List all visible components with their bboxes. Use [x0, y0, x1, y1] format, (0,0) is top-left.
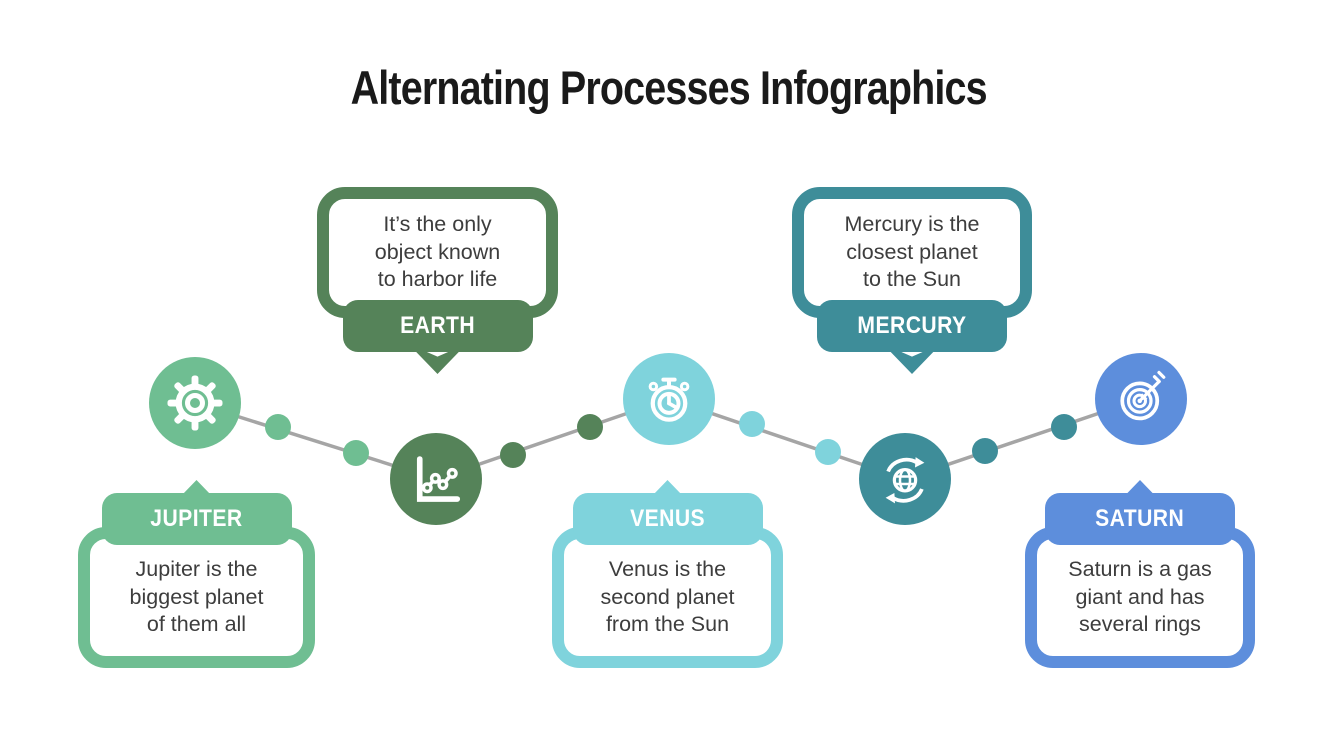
callout-body: Saturn is a gas giant and has several ri…: [1025, 527, 1255, 668]
callout-label-mercury: MERCURY: [817, 300, 1007, 352]
callout-earth: It’s the only object known to harbor lif…: [317, 187, 558, 374]
connector-dot: [972, 438, 998, 464]
callout-venus: VENUS Venus is the second planet from th…: [552, 480, 783, 668]
connector-dot: [577, 414, 603, 440]
node-jupiter: [149, 357, 241, 449]
connector-dot: [739, 411, 765, 437]
line-chart-icon: [416, 456, 461, 502]
node-mercury: [859, 433, 951, 525]
gear-icon: [167, 375, 223, 431]
globe-sync-icon: [885, 457, 925, 504]
connector-dot: [265, 414, 291, 440]
callout-label-venus: VENUS: [572, 493, 763, 545]
connector-dot: [815, 439, 841, 465]
node-venus: [623, 353, 715, 445]
callout-description: Jupiter is the biggest planet of them al…: [129, 556, 264, 637]
stopwatch-icon: [648, 377, 690, 422]
callout-body: Venus is the second planet from the Sun: [552, 527, 783, 668]
connector-dot: [500, 442, 526, 468]
node-saturn: [1095, 353, 1187, 445]
callout-description: It’s the only object known to harbor lif…: [374, 211, 501, 292]
callout-description: Venus is the second planet from the Sun: [600, 556, 735, 637]
callout-label-earth: EARTH: [342, 300, 533, 352]
callout-label-saturn: SATURN: [1045, 493, 1235, 545]
callout-body: It’s the only object known to harbor lif…: [317, 187, 558, 318]
callout-description: Saturn is a gas giant and has several ri…: [1068, 556, 1212, 637]
callout-body: Jupiter is the biggest planet of them al…: [78, 527, 315, 668]
callout-label-jupiter: JUPITER: [101, 493, 292, 545]
callout-saturn: SATURN Saturn is a gas giant and has sev…: [1025, 480, 1255, 668]
callout-jupiter: JUPITER Jupiter is the biggest planet of…: [78, 480, 315, 668]
connector-dot: [343, 440, 369, 466]
node-earth: [390, 433, 482, 525]
connector-dot: [1051, 414, 1077, 440]
callout-mercury: Mercury is the closest planet to the Sun…: [792, 187, 1032, 374]
page-title: Alternating Processes Infographics: [350, 61, 988, 114]
callout-body: Mercury is the closest planet to the Sun: [792, 187, 1032, 318]
target-icon: [1120, 370, 1166, 421]
callout-description: Mercury is the closest planet to the Sun: [844, 211, 980, 292]
